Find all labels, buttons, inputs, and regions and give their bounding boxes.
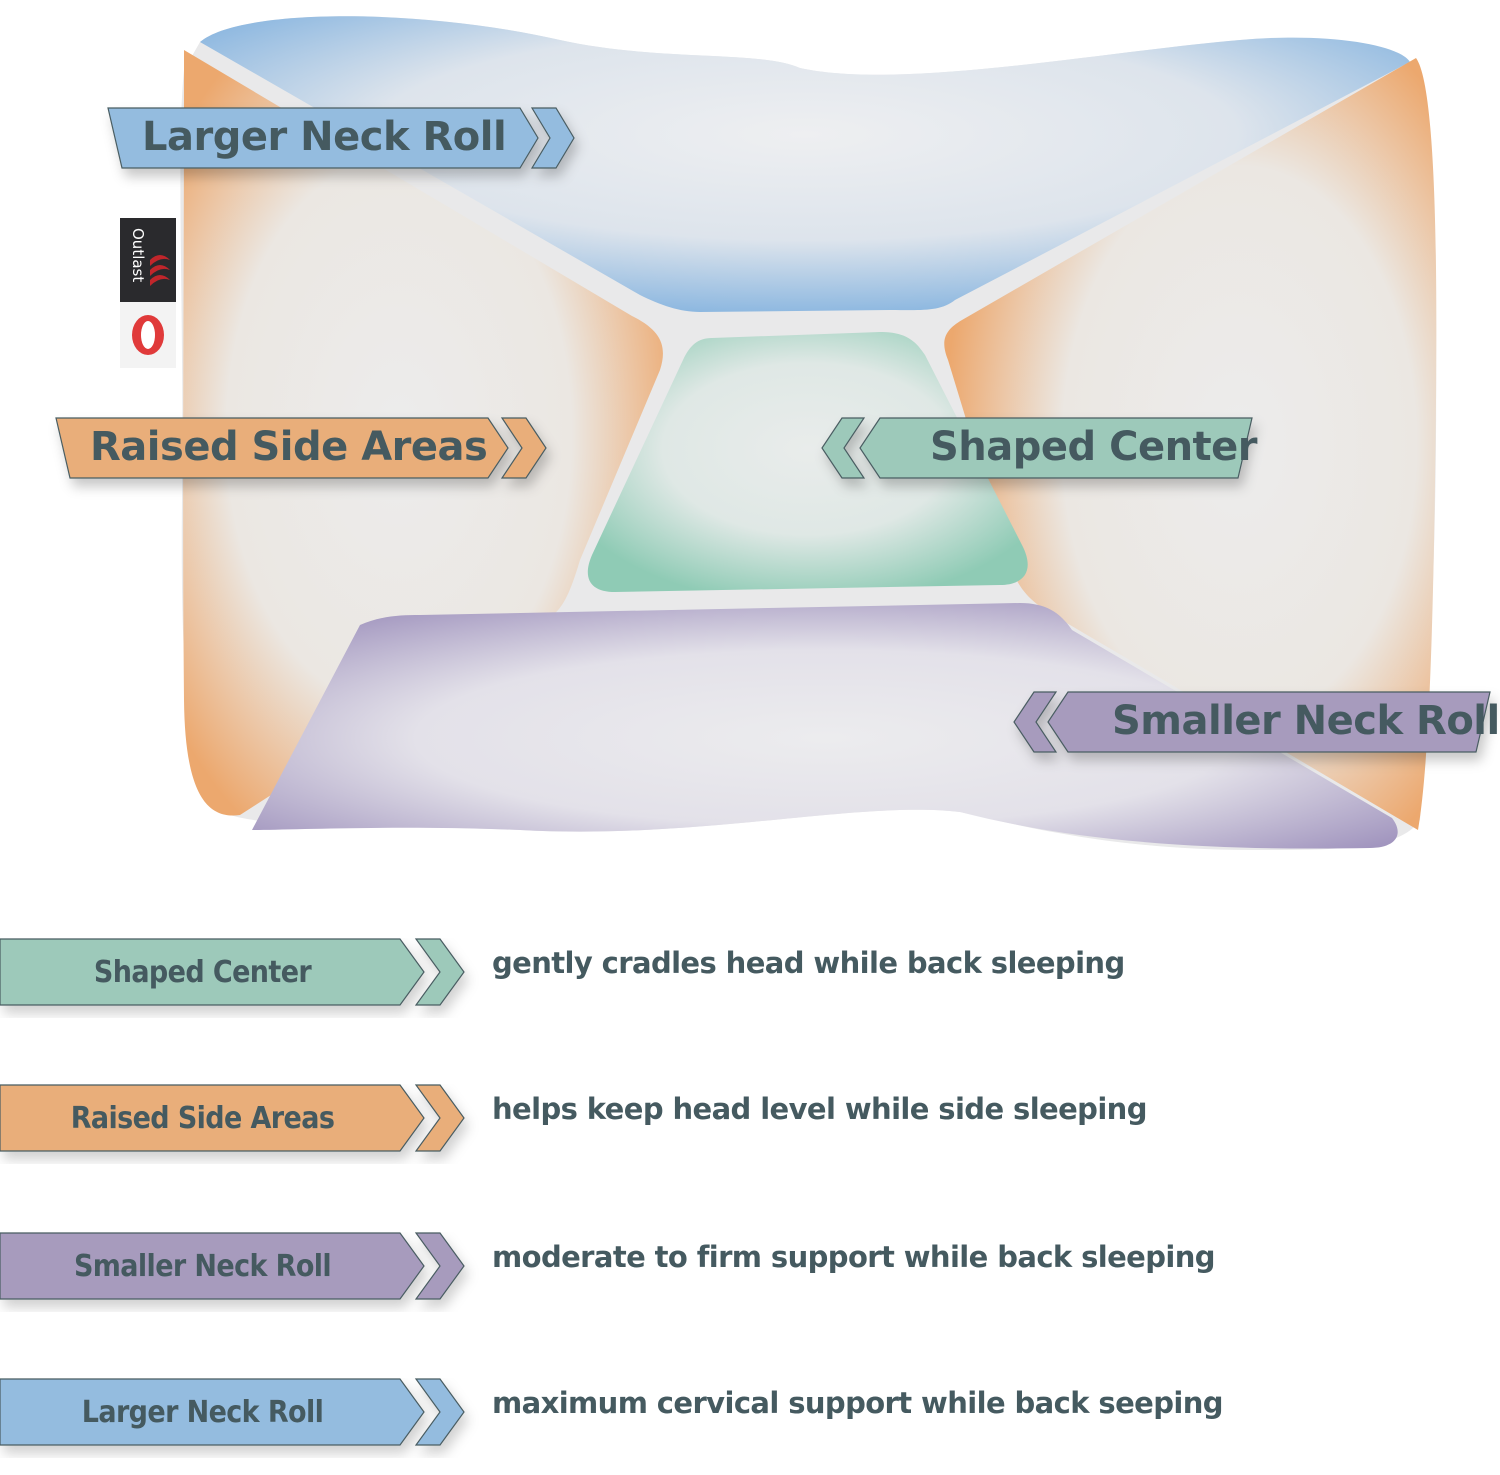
callout-raised-side-areas (55, 417, 547, 479)
legend-swatch-smaller-neck-roll (0, 1232, 465, 1300)
svg-text:Outlast: Outlast (129, 228, 147, 282)
legend-swatch-shaped-center (0, 938, 465, 1006)
shaped-center-zone (587, 332, 1028, 592)
legend-row-larger-neck-roll: Larger Neck Roll maximum cervical suppor… (0, 1378, 1500, 1450)
legend-row-shaped-center: Shaped Center gently cradles head while … (0, 938, 1500, 1010)
pillow-illustration: Outlast (55, 16, 1491, 850)
smaller-neck-roll-zone (252, 603, 1398, 849)
callout-shaped-center-label: Shaped Center (930, 424, 1258, 470)
legend-row-smaller-neck-roll: Smaller Neck Roll moderate to firm suppo… (0, 1232, 1500, 1304)
legend-description: moderate to firm support while back slee… (492, 1240, 1216, 1274)
callout-smaller-neck-roll (1013, 691, 1491, 753)
legend-description: helps keep head level while side sleepin… (492, 1092, 1147, 1126)
legend-swatch-larger-neck-roll (0, 1378, 465, 1446)
legend-swatch-raised-side-areas (0, 1084, 465, 1152)
legend-label: Shaped Center (93, 954, 312, 990)
legend-description: gently cradles head while back sleeping (492, 946, 1125, 980)
callout-larger-neck-roll (107, 107, 575, 169)
legend-description: maximum cervical support while back seep… (492, 1386, 1224, 1420)
legend-label: Larger Neck Roll (81, 1394, 324, 1430)
callout-larger-neck-roll-label: Larger Neck Roll (142, 114, 507, 160)
larger-neck-roll-zone (200, 16, 1410, 312)
callout-smaller-neck-roll-label: Smaller Neck Roll (1112, 698, 1500, 744)
legend-label: Smaller Neck Roll (73, 1248, 332, 1284)
brand-tag: Outlast (120, 218, 176, 368)
legend-row-raised-side-areas: Raised Side Areas helps keep head level … (0, 1084, 1500, 1156)
legend-label: Raised Side Areas (70, 1100, 335, 1136)
callout-shaped-center (821, 417, 1253, 479)
callout-raised-side-areas-label: Raised Side Areas (90, 424, 488, 470)
